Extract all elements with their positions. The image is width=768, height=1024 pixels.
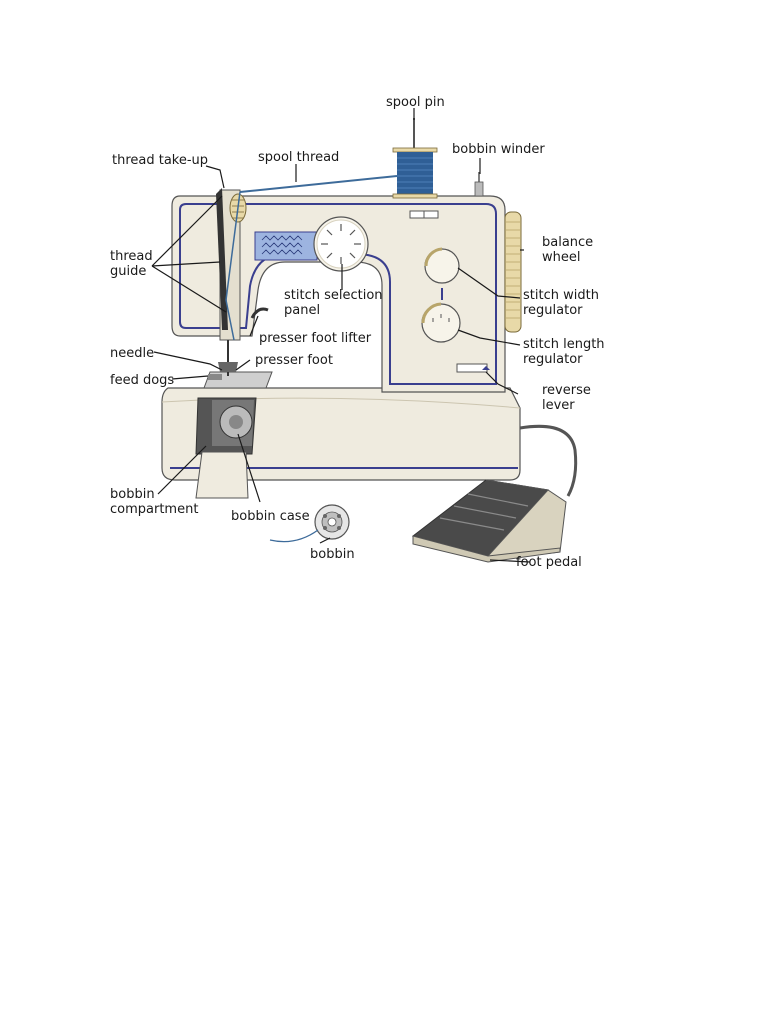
- stitch-width-dial: [424, 247, 460, 284]
- label-stitch-width-line2: regulator: [523, 303, 583, 318]
- labels: spool pin bobbin winder thread take-up s…: [110, 95, 605, 570]
- thread-take-up-lever: [216, 188, 228, 330]
- presser-foot-lifter: [250, 307, 269, 319]
- label-spool-thread: spool thread: [258, 150, 339, 165]
- balance-wheel: [504, 211, 522, 333]
- label-stitch-selection-line2: panel: [284, 303, 320, 318]
- label-thread-guide-line2: guide: [110, 264, 146, 279]
- pedal-cable: [519, 424, 578, 497]
- reverse-lever: [456, 363, 490, 373]
- label-bobbin-compartment-line1: bobbin: [110, 487, 155, 502]
- label-bobbin-case: bobbin case: [231, 509, 310, 524]
- label-balance-wheel-line1: balance: [542, 235, 593, 250]
- label-stitch-width-line1: stitch width: [523, 288, 599, 303]
- label-stitch-selection-line1: stitch selection: [284, 288, 383, 303]
- stitch-pattern-panel: [254, 231, 318, 261]
- feed-dogs: [208, 374, 222, 380]
- sewing-machine-illustration: [161, 118, 578, 563]
- foot-pedal-illustration: [411, 479, 567, 563]
- label-reverse-lever-line2: lever: [542, 398, 575, 413]
- label-thread-guide-line1: thread: [110, 249, 153, 264]
- leader-lines: [151, 108, 531, 563]
- label-presser-foot: presser foot: [255, 353, 333, 368]
- label-bobbin: bobbin: [310, 547, 355, 562]
- label-presser-foot-lifter: presser foot lifter: [259, 331, 372, 346]
- label-foot-pedal: foot pedal: [516, 555, 582, 570]
- label-feed-dogs: feed dogs: [110, 373, 174, 388]
- label-balance-wheel-line2: wheel: [542, 250, 580, 265]
- bobbin-winder: [474, 172, 484, 197]
- label-reverse-lever-line1: reverse: [542, 383, 591, 398]
- label-needle: needle: [110, 346, 154, 361]
- bobbin-illustration: [269, 504, 350, 543]
- label-stitch-length-line2: regulator: [523, 352, 583, 367]
- label-bobbin-compartment-line2: compartment: [110, 502, 198, 517]
- bobbin-compartment: [195, 397, 257, 499]
- label-bobbin-winder: bobbin winder: [452, 142, 545, 157]
- stitch-length-dial: [421, 302, 461, 343]
- spool-thread-line: [239, 175, 398, 193]
- stitch-selection-dial: [313, 216, 369, 272]
- spool: [392, 118, 438, 199]
- label-thread-take-up: thread take-up: [112, 153, 208, 168]
- label-stitch-length-line1: stitch length: [523, 337, 605, 352]
- label-spool-pin: spool pin: [386, 95, 445, 110]
